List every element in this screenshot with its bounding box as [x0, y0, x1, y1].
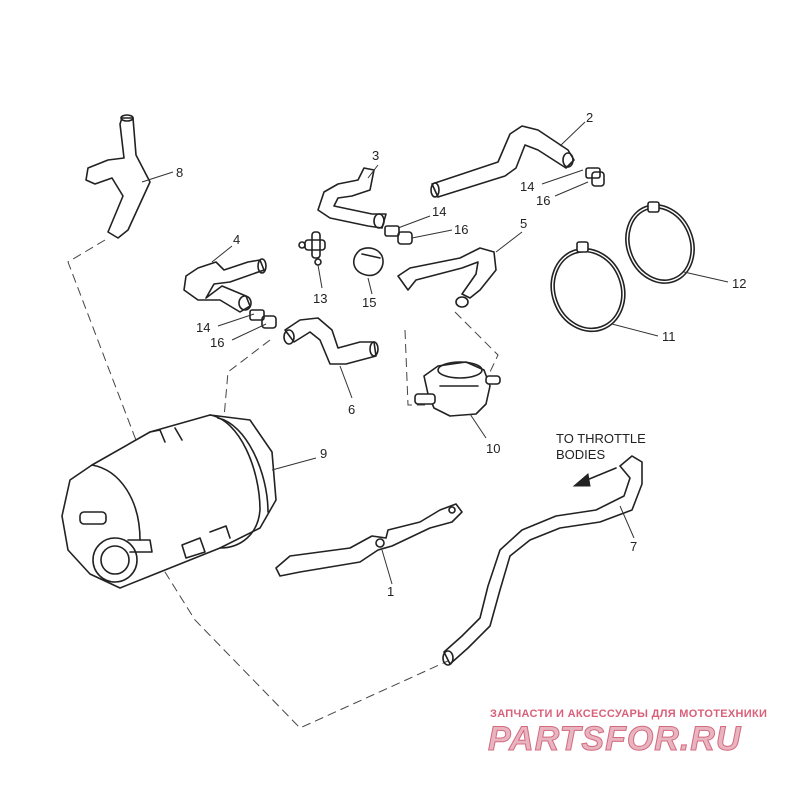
note-bodies: BODIES: [556, 447, 605, 462]
part-5-hose: [397, 231, 523, 308]
part-13-tee-connector: [298, 231, 326, 289]
label-14-upper-right: 14: [520, 179, 534, 194]
label-4: 4: [233, 232, 240, 247]
label-9: 9: [320, 446, 327, 461]
part-9-canister: [61, 414, 317, 589]
label-10: 10: [486, 441, 500, 456]
part-12-band: [625, 201, 729, 284]
label-14-middle: 14: [432, 204, 446, 219]
watermark-tagline: ЗАПЧАСТИ И АКСЕССУАРЫ ДЛЯ МОТОТЕХНИКИ: [490, 708, 767, 720]
label-16-left: 16: [210, 335, 224, 350]
label-8: 8: [176, 165, 183, 180]
part-7-long-hose: [442, 455, 643, 666]
throttle-arrow: [572, 467, 617, 487]
clamp-14-16-left: [217, 309, 277, 341]
label-1: 1: [387, 584, 394, 599]
clamp-14-16-middle: [384, 215, 453, 245]
part-8-y-hose: [85, 114, 174, 239]
part-4-hose: [183, 245, 267, 313]
label-11: 11: [662, 329, 676, 344]
label-16-middle: 16: [454, 222, 468, 237]
part-3-hose: [317, 164, 387, 229]
part-11-band: [550, 241, 659, 337]
label-6: 6: [348, 402, 355, 417]
part-6-hose: [283, 317, 379, 399]
note-to-throttle: TO THROTTLE: [556, 431, 646, 446]
label-5: 5: [520, 216, 527, 231]
label-14-left: 14: [196, 320, 210, 335]
label-15: 15: [362, 295, 376, 310]
part-2-hose: [430, 121, 586, 198]
dashed-routes: [67, 239, 499, 729]
part-1-bracket: [275, 503, 463, 585]
clamp-14-16-upper-right: [541, 167, 605, 197]
label-3: 3: [372, 148, 379, 163]
watermark-brand: PARTSFOR.RU: [488, 720, 742, 758]
label-16-upper-right: 16: [536, 193, 550, 208]
part-15-clip: [353, 247, 384, 295]
part-10-purge-valve: [414, 361, 501, 439]
label-7: 7: [630, 539, 637, 554]
label-13: 13: [313, 291, 327, 306]
label-2: 2: [586, 110, 593, 125]
label-12: 12: [732, 276, 746, 291]
